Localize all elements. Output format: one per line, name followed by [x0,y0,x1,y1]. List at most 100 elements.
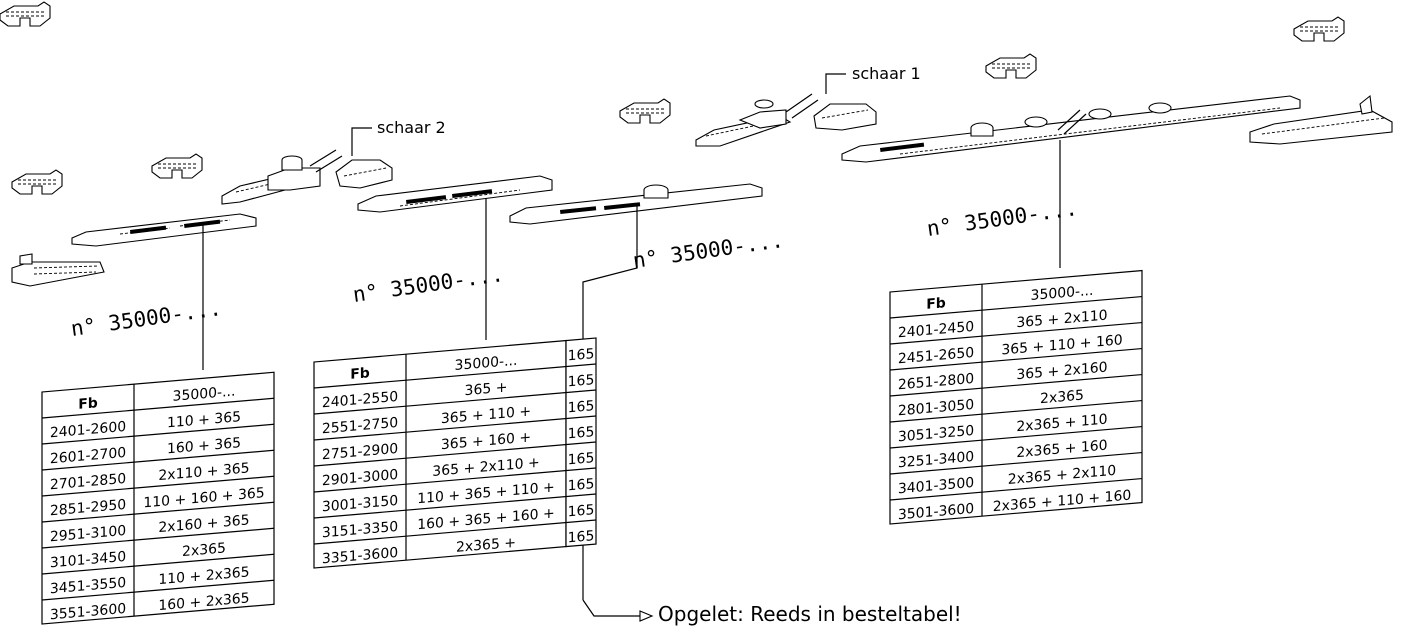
table-row-divider [890,399,1142,423]
table-cell-fb: 2801-3050 [898,397,974,419]
table-cell-fb: 2901-3000 [322,467,398,489]
profile-bar [71,213,257,247]
table-cell-fb: 3001-3150 [322,493,398,515]
profile-bar [841,95,1301,163]
scissor-2-part [221,149,393,205]
table-cell-fb: 3151-3350 [322,519,398,541]
table-row-divider [42,397,274,419]
extra-cell: 165 [568,450,595,468]
table-row-divider [314,389,596,415]
table-cell-fb: 3251-3400 [898,449,974,471]
article-caption: n° 35000-... [69,296,223,341]
table-header-fb: Fb [350,365,370,383]
table-row-divider [42,475,274,497]
bracket-part [151,153,203,179]
extra-cell: 165 [568,424,595,442]
table-cell-fb: 2401-2600 [50,419,126,441]
note-text: Opgelet: Reeds in besteltabel! [658,602,962,626]
bracket-part [11,169,63,195]
table-cell-fb: 2601-2700 [50,445,126,467]
table-cell-fb: 3401-3500 [898,475,974,497]
table-cell-combo: 365 + 110 + [441,404,531,428]
corner-part [1249,94,1393,145]
table-row-divider [42,579,274,601]
article-caption: n° 35000-... [631,228,785,273]
table-row-divider [890,373,1142,397]
table-row-divider [890,477,1142,501]
extra-cell: 165 [568,528,595,546]
table-cell-fb: 2401-2550 [322,389,398,411]
table-row-divider [314,519,596,545]
table-cell-fb: 3451-3550 [50,575,126,597]
table-row-divider [42,501,274,523]
table-row-divider [314,415,596,441]
table-cell-fb: 3551-3600 [50,601,126,623]
table-cell-combo: 2x365 + [456,535,516,556]
table-cell-combo: 110 + 2x365 [158,564,249,588]
table-cell-combo: 365 + 2x160 [1016,360,1107,384]
table-cell-combo: 2x110 + 365 [158,460,249,484]
table-rows: 2401-2550 365 + 2551-2750 365 + 110 + 27… [322,380,555,568]
extra-column: 165 165 165 165 165 165 165 165 [568,346,595,546]
table-row-divider [42,553,274,575]
table-cell-combo: 2x160 + 365 [158,512,249,536]
extra-cell: 165 [568,372,595,390]
scissor-1-label: schaar 1 [852,64,921,83]
size-table-2: Fb 35000-... 2401-2550 365 + 2551-2750 3… [313,337,597,569]
table-header-article: 35000-... [1031,283,1094,304]
table-cell-combo: 365 + 2x110 [1016,308,1107,332]
table-cell-fb: 2701-2850 [50,471,126,493]
table-row-divider [890,347,1142,371]
scissor-1-part [695,93,877,147]
table-cell-fb: 2951-3100 [50,523,126,545]
table-row-divider [42,423,274,445]
table-cell-fb: 3051-3250 [898,423,974,445]
corner-part [11,253,105,287]
table-cell-combo: 365 + 160 + [441,430,531,454]
table-cell-combo: 160 + 365 [167,435,241,457]
hardware-illustrations [0,1,1393,287]
table-cell-fb: 2851-2950 [50,497,126,519]
article-caption: n° 35000-... [351,262,505,307]
extra-cell: 165 [568,502,595,520]
table-cell-combo: 160 + 2x365 [158,590,249,614]
extra-cell: 165 [568,476,595,494]
table-row-divider [890,425,1142,449]
size-table-1: Fb 35000-... 2401-2600 110 + 365 2601-27… [41,371,275,625]
table-row-divider [314,441,596,467]
table-row-divider [314,493,596,519]
table-cell-combo: 365 + [465,380,508,400]
table-header-article: 35000-... [173,384,236,405]
bracket-part [1293,16,1345,42]
extra-cell: 165 [568,346,595,364]
table-cell-fb: 2551-2750 [322,415,398,437]
table-cell-combo: 2x365 + 110 [1016,412,1107,436]
table-cell-fb: 2651-2800 [898,371,974,393]
profile-bar [509,183,763,225]
table-cell-fb: 2451-2650 [898,345,974,367]
table-cell-fb: 2401-2450 [898,319,974,341]
table-row-divider [890,321,1142,345]
table-row-divider [314,363,596,389]
extra-cell: 165 [568,398,595,416]
table-header-fb: Fb [78,395,98,413]
bracket-part [619,98,671,124]
table-row-divider [890,451,1142,475]
table-cell-combo: 110 + 365 [167,409,241,431]
scissor-2-label: schaar 2 [377,118,446,137]
table-row-divider [314,467,596,493]
article-caption: n° 35000-... [925,196,1079,241]
table-header-article: 35000-... [455,353,518,374]
table-cell-fb: 2751-2900 [322,441,398,463]
size-table-3: Fb 35000-... 2401-2450 365 + 2x110 2451-… [889,269,1143,525]
table-cell-fb: 3501-3600 [898,501,974,523]
bracket-part [985,53,1037,79]
table-row-divider [42,449,274,471]
table-cell-combo: 2x365 [182,540,226,560]
table-row-divider [890,295,1142,319]
table-cell-combo: 2x365 [1040,388,1084,408]
table-cell-combo: 2x365 + 160 [1016,438,1107,462]
table-row-divider [42,527,274,549]
table-cell-fb: 3351-3600 [322,545,398,567]
